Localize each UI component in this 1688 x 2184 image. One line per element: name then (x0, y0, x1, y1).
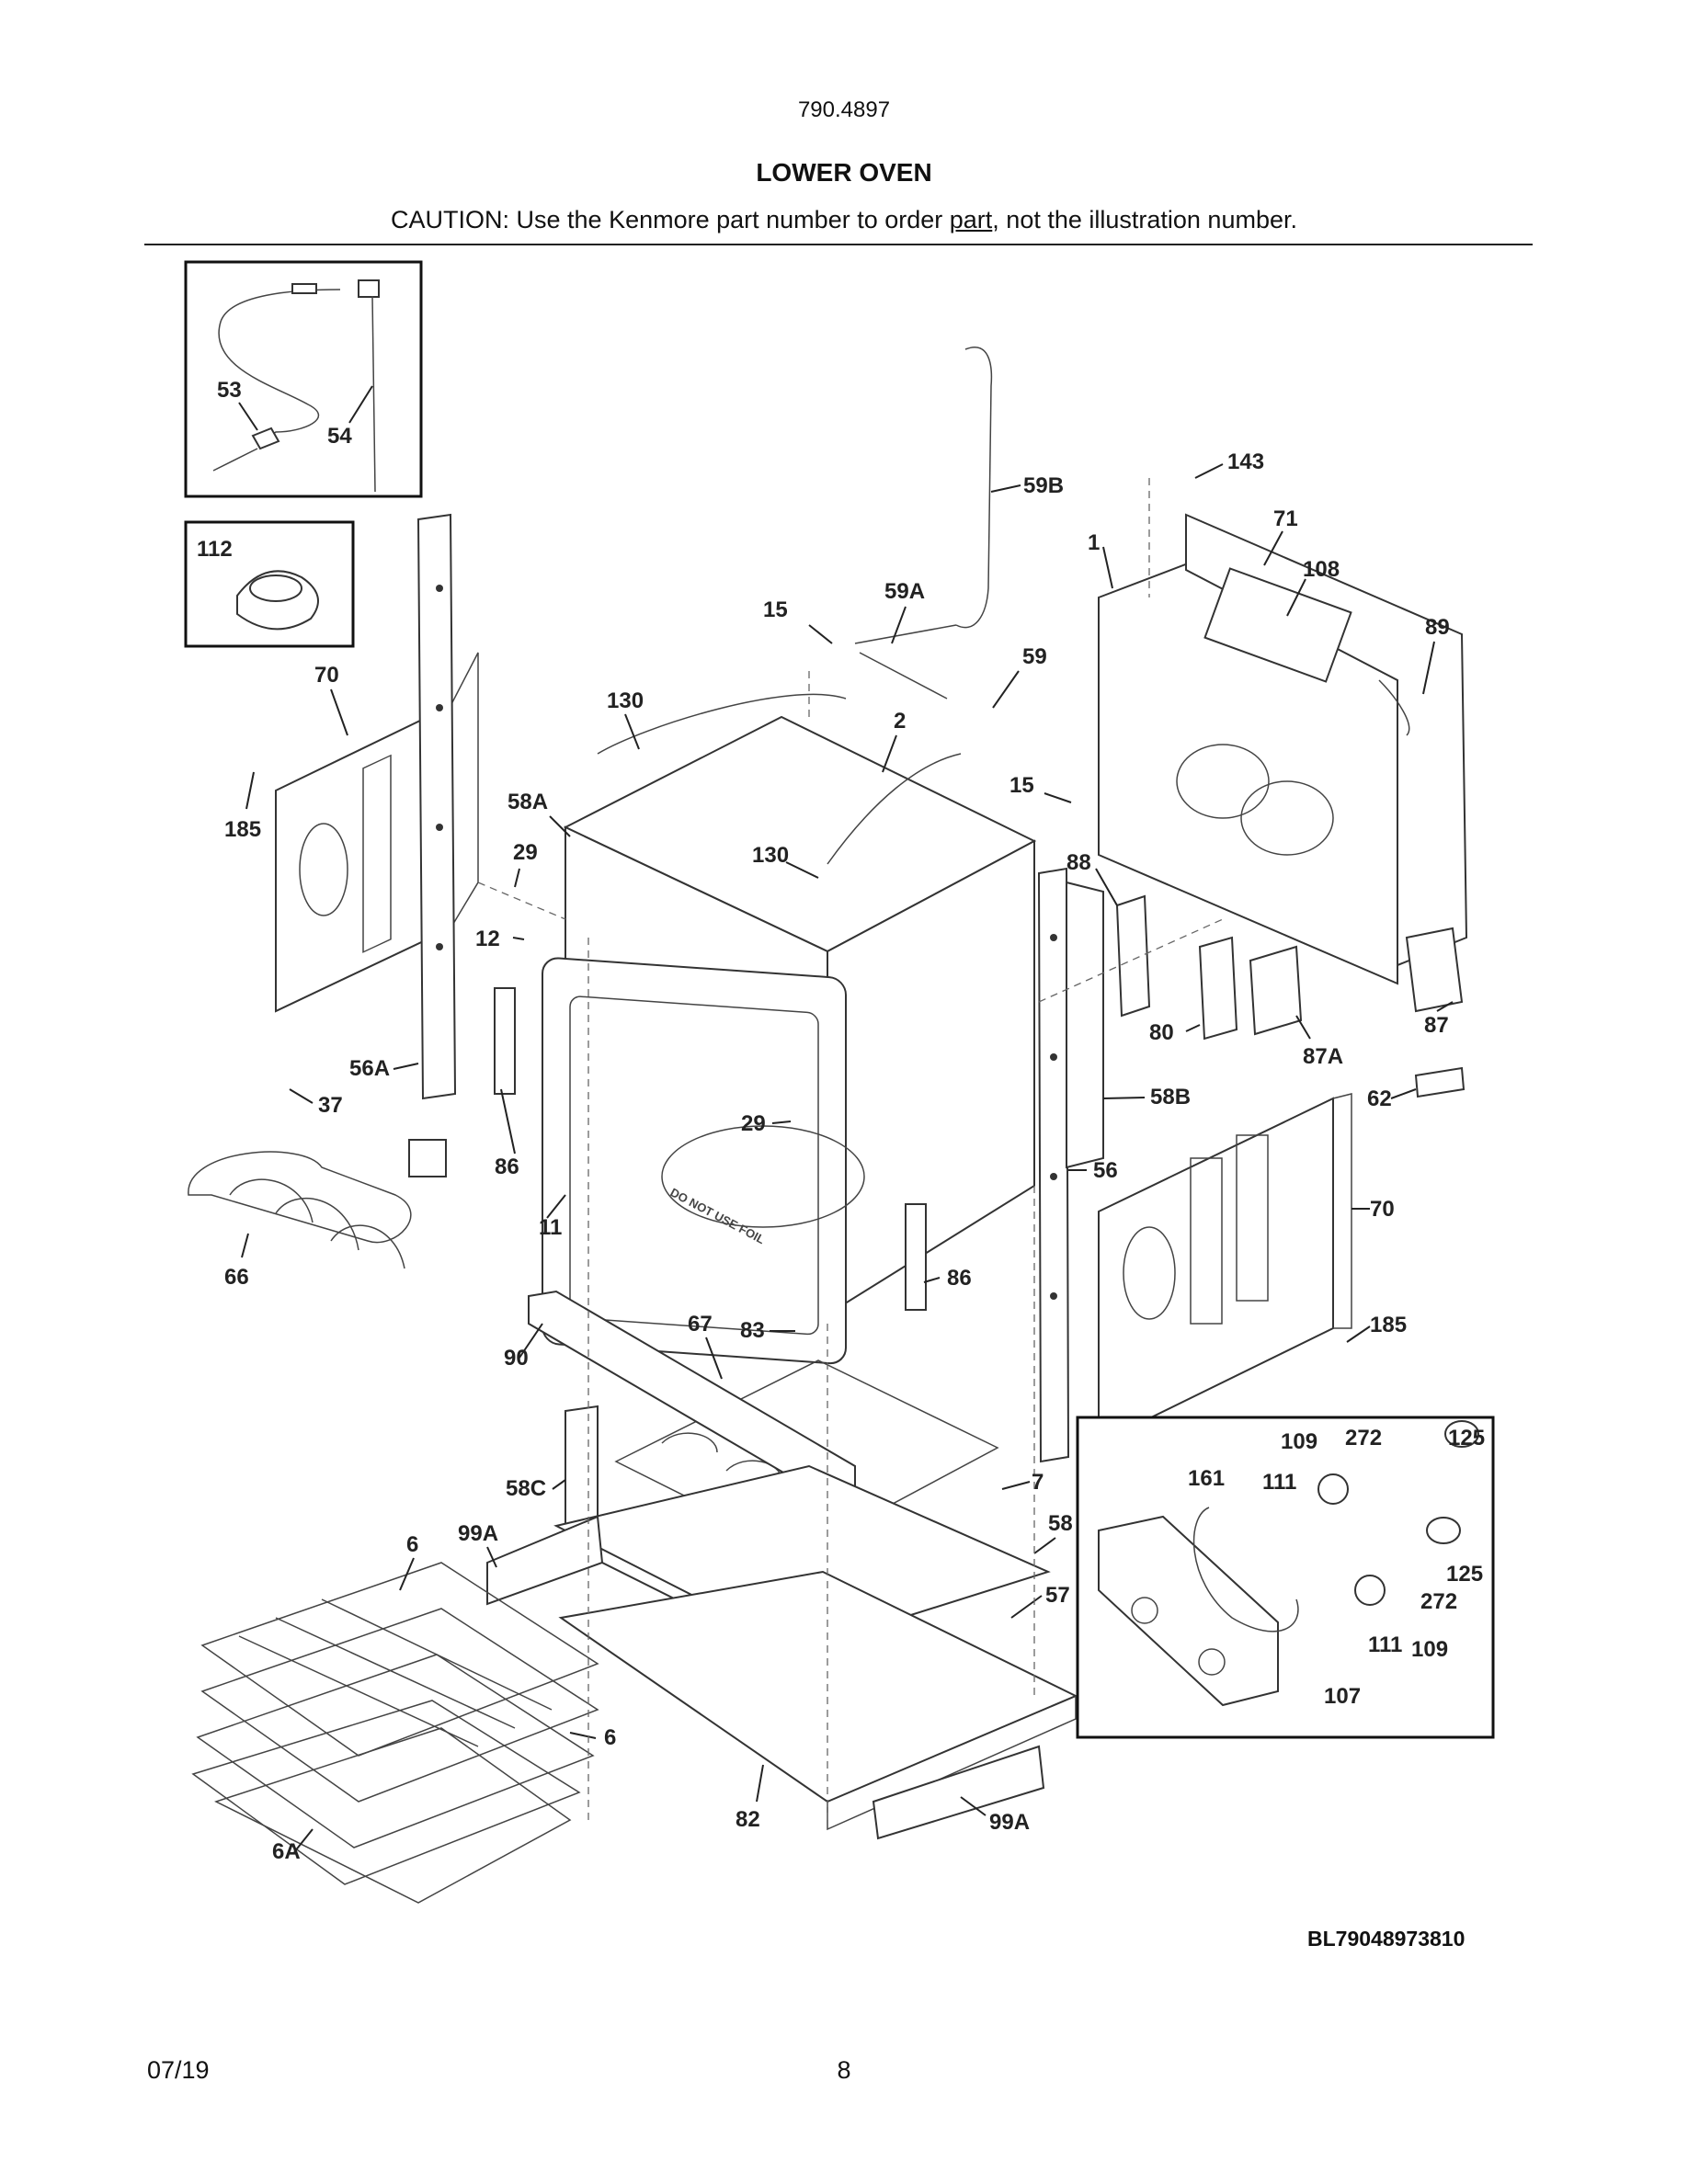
callout-57: 57 (1045, 1583, 1070, 1608)
callout-112: 112 (197, 537, 233, 562)
callout-71: 71 (1273, 506, 1298, 531)
callout-15-top: 15 (763, 597, 788, 622)
callout-86-left: 86 (495, 1155, 519, 1179)
callout-111-top: 111 (1262, 1470, 1296, 1495)
callout-82: 82 (736, 1807, 760, 1832)
callout-53: 53 (217, 378, 242, 403)
side-trim-right (1037, 867, 1070, 1463)
inset-convection-fan (1076, 1416, 1495, 1739)
inset-thermostat (184, 520, 355, 648)
callout-161: 161 (1188, 1466, 1225, 1491)
callout-6-bottom: 6 (604, 1725, 616, 1750)
callout-111-bottom: 111 (1368, 1632, 1402, 1657)
callout-67: 67 (688, 1312, 713, 1337)
callout-109-bottom: 109 (1411, 1637, 1448, 1662)
side-trim-left (416, 513, 457, 1100)
callout-58: 58 (1048, 1511, 1073, 1536)
page-number: 8 (837, 2056, 851, 2084)
footer-date: 07/19 (147, 2056, 210, 2084)
callout-2: 2 (894, 709, 906, 734)
callout-87A: 87A (1303, 1044, 1343, 1069)
caution-suffix: , not the illustration number. (992, 206, 1297, 233)
gas-tube-assembly (854, 347, 993, 700)
callout-143: 143 (1227, 449, 1264, 474)
oven-racks (191, 1562, 599, 1904)
model-number: 790.4897 (797, 97, 891, 122)
callout-89: 89 (1425, 615, 1450, 640)
callout-59A: 59A (884, 579, 925, 604)
callout-108: 108 (1303, 557, 1340, 582)
callout-6-top: 6 (406, 1532, 418, 1557)
caution-note: CAUTION: Use the Kenmore part number to … (0, 206, 1688, 234)
callout-86-right: 86 (947, 1266, 972, 1291)
callout-1: 1 (1088, 530, 1100, 555)
inset-meat-probe (184, 260, 423, 498)
callout-83: 83 (740, 1318, 765, 1343)
page-title: LOWER OVEN (756, 158, 932, 187)
callout-87: 87 (1424, 1013, 1449, 1038)
header-rule (144, 244, 1533, 245)
callout-130-mid: 130 (752, 843, 789, 868)
oven-cavity (542, 693, 1037, 1365)
right-side-panel (1098, 1093, 1352, 1445)
callout-62: 62 (1367, 1086, 1392, 1111)
alignment-lines (477, 478, 1224, 1820)
rear-wall-assembly (1098, 513, 1468, 1013)
hinge-right (905, 1203, 927, 1311)
callout-107: 107 (1324, 1684, 1361, 1709)
leader-lines (238, 385, 1454, 1853)
callout-12: 12 (475, 927, 500, 951)
callout-272-top: 272 (1345, 1426, 1382, 1450)
callout-185-right: 185 (1370, 1313, 1407, 1337)
callout-58C: 58C (506, 1476, 546, 1501)
callout-99A-right: 99A (989, 1810, 1030, 1835)
bottom-frame (486, 1515, 1078, 1840)
callout-88: 88 (1066, 850, 1091, 875)
callout-29-left: 29 (513, 840, 538, 865)
callout-66: 66 (224, 1265, 249, 1290)
drawing-code: BL79048973810 (1307, 1927, 1466, 1951)
callout-130-top: 130 (607, 688, 644, 713)
callout-54: 54 (327, 424, 352, 449)
callout-58A: 58A (508, 790, 548, 814)
callout-272-bottom: 272 (1420, 1589, 1457, 1614)
terminal-block (1414, 1066, 1466, 1098)
callout-29-center: 29 (741, 1111, 766, 1136)
front-frame-panel (1066, 881, 1104, 1169)
callout-90: 90 (504, 1346, 529, 1371)
callout-15-right: 15 (1009, 773, 1034, 798)
callout-59B: 59B (1023, 473, 1064, 498)
callout-7: 7 (1032, 1470, 1044, 1495)
callout-70-left: 70 (314, 663, 339, 688)
callout-58B: 58B (1150, 1085, 1191, 1109)
callout-56: 56 (1093, 1158, 1118, 1183)
callout-11: 11 (539, 1215, 562, 1240)
caution-prefix: CAUTION: Use the Kenmore part number to … (391, 206, 950, 233)
callout-6A: 6A (272, 1839, 301, 1864)
caution-underlined-word: part (949, 206, 993, 233)
callout-125-bottom: 125 (1446, 1562, 1483, 1587)
callout-99A-left: 99A (458, 1521, 498, 1546)
callout-185-left: 185 (224, 817, 261, 842)
callout-59: 59 (1022, 644, 1047, 669)
mounting-brackets (1115, 894, 1303, 1041)
callout-109-top: 109 (1281, 1429, 1317, 1454)
callout-125-top: 125 (1448, 1426, 1485, 1450)
callout-70-right: 70 (1370, 1197, 1395, 1222)
broil-element (188, 1139, 447, 1269)
callout-37: 37 (318, 1093, 343, 1118)
callout-56A: 56A (349, 1056, 390, 1081)
callout-80: 80 (1149, 1020, 1174, 1045)
hinge-left (494, 987, 516, 1095)
